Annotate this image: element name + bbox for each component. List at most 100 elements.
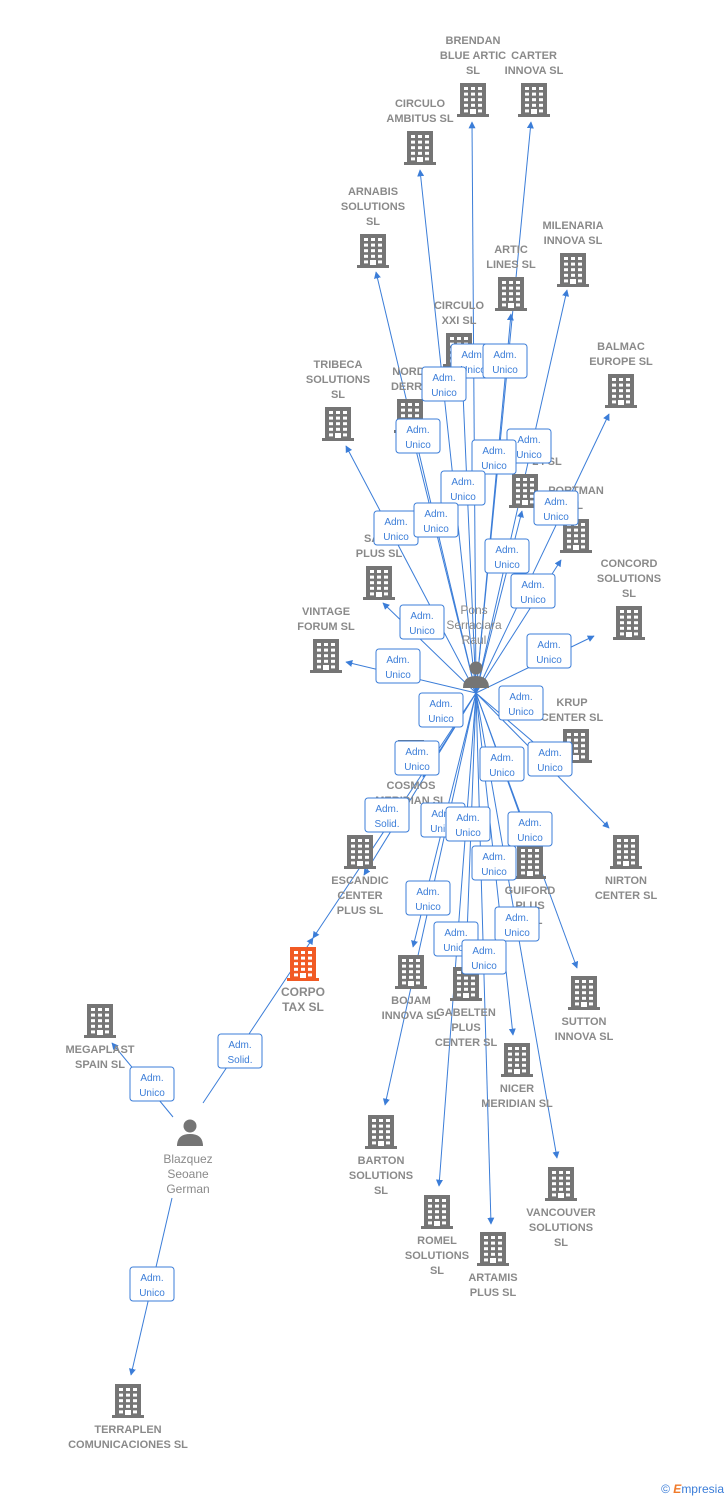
company-label-line: XXI SL bbox=[442, 315, 477, 327]
role-badge[interactable]: Adm.Unico bbox=[507, 811, 553, 847]
role-text: Unico bbox=[543, 512, 569, 523]
role-badge-box bbox=[484, 538, 530, 574]
role-badge-box bbox=[440, 470, 486, 506]
role-badge[interactable]: Adm.Unico bbox=[375, 648, 421, 684]
role-text: Adm. bbox=[482, 852, 505, 863]
person-icon bbox=[177, 1119, 203, 1146]
role-badge[interactable]: Adm. Unico bbox=[399, 604, 445, 640]
role-badge[interactable]: Adm.Unico bbox=[129, 1066, 175, 1102]
building-icon bbox=[545, 1167, 577, 1201]
role-badge[interactable]: Adm.Unico bbox=[471, 845, 517, 881]
role-badge[interactable]: Adm.Unico bbox=[482, 343, 528, 379]
role-badge[interactable]: Adm.Unico bbox=[373, 510, 419, 546]
role-text: Adm. bbox=[410, 611, 433, 622]
role-text: Adm. bbox=[517, 435, 540, 446]
role-text: Unico bbox=[383, 532, 409, 543]
role-badge[interactable]: Adm.Unico bbox=[471, 439, 517, 475]
role-badge[interactable]: Adm.Unico bbox=[405, 880, 451, 916]
building-icon bbox=[84, 1004, 116, 1038]
role-text: Adm. bbox=[521, 580, 544, 591]
role-badge[interactable]: Adm.Unico bbox=[479, 746, 525, 782]
role-badge[interactable]: Adm.Unico bbox=[413, 502, 459, 538]
role-text: Adm. bbox=[140, 1273, 163, 1284]
role-badge-box bbox=[399, 604, 445, 640]
role-text: Unico bbox=[409, 626, 435, 637]
person-icon bbox=[463, 661, 489, 688]
company-label-line: SL bbox=[622, 588, 636, 600]
company-label-line: SL bbox=[331, 389, 345, 401]
role-badge[interactable]: Adm.Unico bbox=[421, 366, 467, 402]
company-node-milenaria[interactable]: MILENARIA INNOVA SL bbox=[542, 220, 604, 287]
building-icon bbox=[287, 947, 319, 981]
building-icon bbox=[495, 277, 527, 311]
edge-pons-sala_plus bbox=[382, 602, 477, 694]
role-badge[interactable]: Adm.Unico bbox=[498, 685, 544, 721]
role-text: Unico bbox=[443, 943, 469, 954]
role-badge[interactable]: Adm.Unico bbox=[394, 740, 440, 776]
role-text: Unico bbox=[536, 655, 562, 666]
role-badge-box bbox=[482, 343, 528, 379]
role-text: Adm. bbox=[431, 809, 454, 820]
company-label-line: SOLUTIONS bbox=[529, 1222, 593, 1234]
role-badge-box bbox=[217, 1033, 263, 1069]
role-badge[interactable]: Adm.Unico bbox=[440, 470, 486, 506]
company-label-line: TERRAPLEN bbox=[94, 1424, 161, 1436]
role-text: Unico bbox=[385, 670, 411, 681]
role-badge[interactable]: Adm.Unico bbox=[395, 418, 441, 454]
role-badge[interactable]: Adm.Unico bbox=[445, 806, 491, 842]
person-label-line: Pons bbox=[460, 603, 487, 617]
company-node-sala_plus[interactable]: SALAPLUS SL bbox=[356, 533, 403, 600]
company-label-line: MILENARIA bbox=[542, 220, 603, 232]
role-badge[interactable]: Adm.Unico bbox=[494, 906, 540, 942]
company-label-line: GABELTEN bbox=[436, 1007, 496, 1019]
building-icon bbox=[613, 606, 645, 640]
role-badge[interactable]: Adm.Unico bbox=[526, 633, 572, 669]
role-badge[interactable]: Adm.Unico bbox=[461, 939, 507, 975]
role-badge[interactable]: Adm.Solid. bbox=[217, 1033, 263, 1069]
company-label-line: INNOVA SL bbox=[544, 235, 603, 247]
role-text: Adm. bbox=[432, 373, 455, 384]
role-badge[interactable]: Adm. Unico bbox=[533, 490, 579, 526]
company-label-line: FORUM SL bbox=[297, 621, 355, 633]
edge-pons-arnabis bbox=[374, 271, 477, 694]
role-text: Unico bbox=[517, 833, 543, 844]
company-label-line: SL bbox=[554, 1237, 568, 1249]
role-badge[interactable]: Adm.Unico bbox=[129, 1266, 175, 1302]
role-badge[interactable]: Adm.Solid. bbox=[364, 797, 410, 833]
role-text: Adm. bbox=[544, 497, 567, 508]
building-icon bbox=[363, 566, 395, 600]
footer-brand[interactable]: © Empresia bbox=[661, 1482, 724, 1496]
company-label-line: SUTTON bbox=[561, 1016, 606, 1028]
role-badge[interactable]: Adm.Unico bbox=[527, 741, 573, 777]
building-icon bbox=[421, 1195, 453, 1229]
role-badge-box bbox=[413, 502, 459, 538]
role-badge[interactable]: Adm.Unico bbox=[510, 573, 556, 609]
role-badge[interactable]: Adm.Unico bbox=[418, 692, 464, 728]
role-badge[interactable]: Adm.Unico bbox=[484, 538, 530, 574]
company-label-line: ARTIC bbox=[494, 244, 528, 256]
